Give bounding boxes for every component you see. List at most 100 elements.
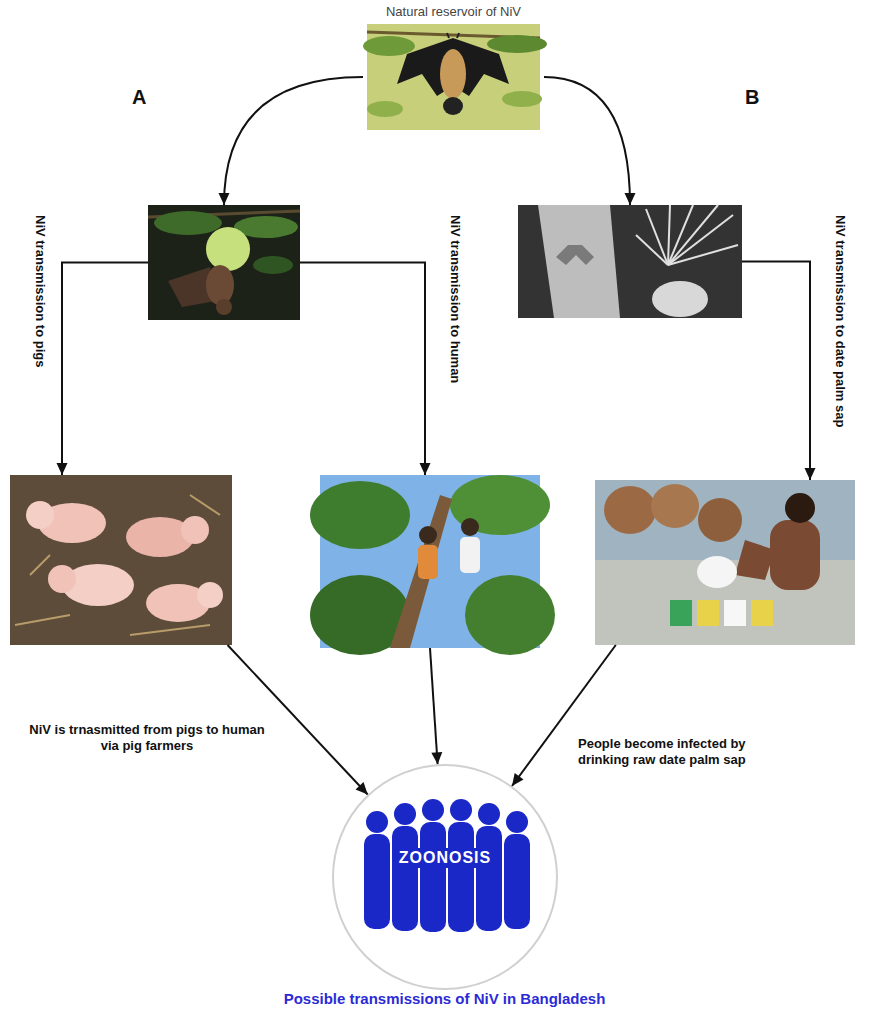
illustration-shape [422,799,444,821]
illustration-shape [670,600,692,626]
illustration-shape [448,822,474,932]
photo-area [363,24,544,130]
connector-line [430,648,438,764]
illustration-shape [154,211,222,235]
connector [57,263,149,476]
illustration-shape [652,281,708,317]
night-palm-photo [518,205,742,318]
arrow-head [57,463,68,475]
illustration-shape [15,495,220,635]
connector-line [228,645,368,795]
illustration-shape [595,480,855,645]
branch-letter: A [132,86,146,108]
illustration-shape [394,803,416,825]
connector [544,77,636,205]
illustration-shape [668,205,670,265]
illustration-shape [364,799,530,932]
illustration-shape [26,501,54,529]
photo-node [320,475,540,648]
illustration-shape [751,600,773,626]
illustration-shape [443,97,463,115]
arrow-head [431,752,442,764]
illustration-shape [697,556,737,588]
illustration-shape [506,811,528,833]
illustration-shape [668,205,718,265]
photo-node [595,480,855,645]
illustration-shape [461,518,479,536]
bat-photo [363,24,547,130]
illustration-shape [735,540,775,580]
illustration-shape [698,498,742,542]
connector-line [742,262,810,481]
illustration-shape [197,582,223,608]
arrow-head [625,193,636,205]
illustration-shape [364,834,390,929]
edge-label: NiV is trnasmitted from pigs to human vi… [22,722,272,754]
illustration-shape [206,227,250,271]
caption: Possible transmissions of NiV in Banglad… [0,990,889,1008]
illustration-shape [420,822,446,932]
illustration-shape [502,91,542,107]
illustration-shape [556,245,594,265]
illustration-shape [310,481,410,549]
connector [300,263,431,476]
illustration-shape [447,33,449,38]
illustration-shape [440,49,466,99]
illustration-shape [668,245,738,265]
connector [228,645,368,795]
illustration-shape [518,205,742,318]
node-heading: Natural reservoir of NiV [363,4,544,20]
illustration-shape [450,475,550,535]
arrow-head [219,193,230,205]
people-figures [334,766,556,988]
illustration-shape [10,475,232,645]
illustration-shape [504,834,530,929]
illustration-shape [390,495,452,648]
illustration-shape [253,256,293,274]
connector-line [300,263,425,476]
illustration-shape [457,33,459,38]
illustration-shape [476,826,502,931]
edge-label: NiV transmission to pigs [32,215,48,367]
illustration-shape [460,537,480,573]
connector-line [62,263,148,476]
photo-node [10,475,232,645]
illustration-shape [636,235,668,265]
illustration-shape [206,265,234,305]
illustration-shape [785,493,815,523]
edge-label: NiV transmission to human [447,215,463,383]
arrow-head [805,468,816,480]
illustration-shape [419,526,437,544]
illustration-shape [48,565,76,593]
circle-label: ZOONOSIS [395,848,495,868]
illustration-shape [418,545,438,579]
connector-line [224,77,363,205]
arrow-head [512,773,524,786]
illustration-shape [465,575,555,655]
photo-node [148,205,300,320]
illustration-shape [724,600,746,626]
zoonosis-circle: ZOONOSIS [332,764,558,990]
connector [742,262,816,481]
illustration-shape [130,625,210,635]
photo-node [518,205,742,318]
edge-label: People become infected by drinking raw d… [578,736,793,768]
illustration-shape [30,555,50,575]
illustration-shape [646,209,668,265]
tree-climbing-photo [310,475,555,655]
fruit-bat-photo [148,205,300,320]
date-sap-photo [595,480,855,645]
connector [430,648,442,764]
illustration-shape [367,101,403,117]
connector-line [544,77,630,205]
illustration-shape [478,803,500,825]
illustration-shape [770,520,820,590]
illustration-shape [668,205,693,265]
branch-letter: B [745,86,759,108]
illustration-shape [538,205,620,318]
illustration-shape [15,615,70,625]
illustration-shape [216,299,232,315]
illustration-shape [487,35,547,53]
illustration-shape [334,766,556,988]
